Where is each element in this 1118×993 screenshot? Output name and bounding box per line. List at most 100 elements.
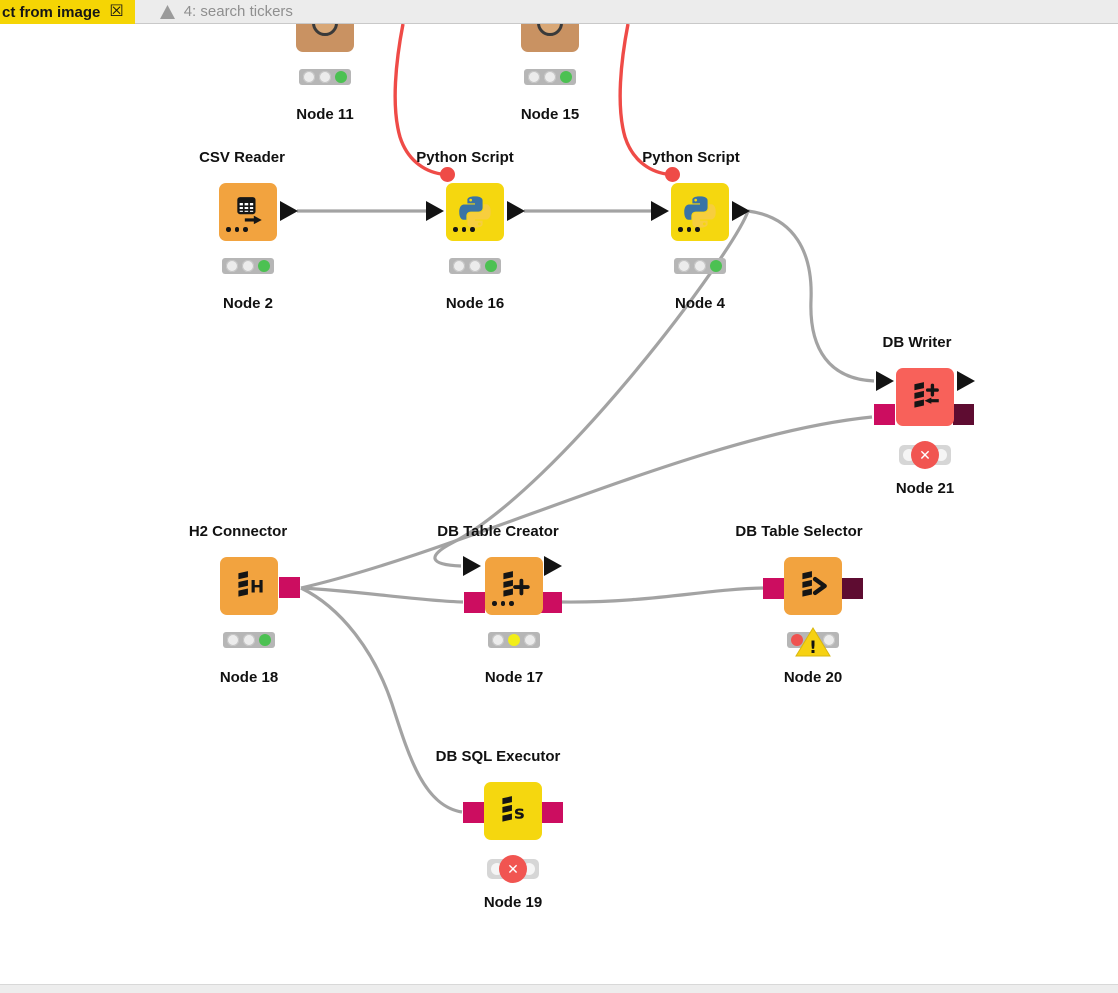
flow-variable-port[interactable] xyxy=(664,166,680,182)
node-node-17[interactable] xyxy=(485,557,543,615)
db-output-port[interactable] xyxy=(541,592,562,613)
db-output-port[interactable] xyxy=(279,577,300,598)
data-output-port[interactable] xyxy=(732,201,750,221)
node-title: DB Writer xyxy=(882,334,952,351)
csv-icon xyxy=(237,197,262,225)
tab-label: ct from image xyxy=(2,3,101,21)
node-menu-dots xyxy=(678,227,700,232)
svg-text:H: H xyxy=(250,576,264,596)
node-node-4[interactable] xyxy=(671,183,729,241)
data-input-port[interactable] xyxy=(426,201,444,221)
node-menu-dots xyxy=(492,601,514,606)
db-input-port[interactable] xyxy=(763,578,784,599)
node-title: CSV Reader xyxy=(199,149,285,166)
node-id-label: Node 21 xyxy=(895,480,955,497)
data-output-port[interactable] xyxy=(507,201,525,221)
node-title: DB Table Creator xyxy=(437,523,559,540)
connection-node-17-to-node-20[interactable] xyxy=(561,586,765,604)
error-icon: ✕ xyxy=(499,855,527,883)
node-id-label: Node 20 xyxy=(783,669,843,686)
close-icon[interactable]: ☒ xyxy=(109,3,124,20)
editor-tab-bar: ct from image ☒ 4: search tickers xyxy=(0,0,1118,24)
status-light-lit xyxy=(485,260,497,272)
node-id-label: Node 15 xyxy=(520,106,580,123)
traffic-light xyxy=(449,258,501,274)
status-light-unlit xyxy=(243,634,255,646)
status-light-unlit xyxy=(544,71,556,83)
connection-offscreen-top-to-node-16[interactable] xyxy=(393,23,442,176)
db-executor-icon: s xyxy=(502,796,525,823)
connection-offscreen-top-to-node-4[interactable] xyxy=(618,23,667,176)
node-id-label: Node 17 xyxy=(484,669,544,686)
traffic-light xyxy=(223,632,275,648)
status-light-unlit xyxy=(524,634,536,646)
data-input-port[interactable] xyxy=(463,556,481,576)
flow-variable-port[interactable] xyxy=(439,166,455,182)
python-icon xyxy=(684,196,716,228)
db-creator-icon xyxy=(503,571,530,597)
status-error-badge: ✕ xyxy=(899,441,951,469)
db-output-port[interactable] xyxy=(542,802,563,823)
node-title: H2 Connector xyxy=(188,523,288,540)
connection-node-18-to-node-19[interactable] xyxy=(300,586,463,814)
horizontal-scrollbar-track[interactable] xyxy=(0,984,1118,993)
status-light-unlit xyxy=(242,260,254,272)
node-menu-dots xyxy=(453,227,475,232)
node-menu-dots xyxy=(226,227,248,232)
error-icon: ✕ xyxy=(911,441,939,469)
node-title: Python Script xyxy=(416,149,514,166)
node-node-21[interactable] xyxy=(896,368,954,426)
status-light-unlit xyxy=(678,260,690,272)
data-input-port[interactable] xyxy=(651,201,669,221)
db-h2-icon: H xyxy=(238,571,264,597)
node-title: DB SQL Executor xyxy=(435,748,561,765)
warning-icon: ! xyxy=(794,625,832,664)
svg-text:s: s xyxy=(514,802,525,823)
status-light-unlit xyxy=(694,260,706,272)
status-light-unlit xyxy=(227,634,239,646)
node-id-label: Node 2 xyxy=(222,295,273,312)
status-light-lit xyxy=(710,260,722,272)
db-output-port[interactable] xyxy=(953,404,974,425)
status-light-lit xyxy=(560,71,572,83)
node-node-19[interactable]: s xyxy=(484,782,542,840)
node-title: Python Script xyxy=(642,149,740,166)
connection-node-18-to-node-17[interactable] xyxy=(300,586,464,604)
traffic-light xyxy=(222,258,274,274)
data-output-port[interactable] xyxy=(544,556,562,576)
data-output-port[interactable] xyxy=(280,201,298,221)
status-light-unlit xyxy=(226,260,238,272)
db-output-port[interactable] xyxy=(842,578,863,599)
data-input-port[interactable] xyxy=(876,371,894,391)
traffic-light xyxy=(488,632,540,648)
tab-search-tickers[interactable]: 4: search tickers xyxy=(149,0,303,23)
node-id-label: Node 4 xyxy=(674,295,725,312)
status-light-lit xyxy=(258,260,270,272)
db-selector-icon xyxy=(802,571,827,597)
db-input-port[interactable] xyxy=(464,592,485,613)
status-light-unlit xyxy=(319,71,331,83)
status-light-unlit xyxy=(469,260,481,272)
status-light-lit xyxy=(259,634,271,646)
node-title: DB Table Selector xyxy=(735,523,863,540)
node-node-20[interactable] xyxy=(784,557,842,615)
data-output-port[interactable] xyxy=(957,371,975,391)
db-input-port[interactable] xyxy=(874,404,895,425)
node-node-2[interactable] xyxy=(219,183,277,241)
connection-node-4-to-node-21[interactable] xyxy=(747,209,875,383)
db-writer-icon xyxy=(914,382,939,408)
tab-active-workflow[interactable]: ct from image ☒ xyxy=(0,0,135,24)
node-id-label: Node 11 xyxy=(296,106,354,123)
db-input-port[interactable] xyxy=(463,802,484,823)
status-light-unlit xyxy=(453,260,465,272)
status-light-unlit xyxy=(823,634,835,646)
status-light-unlit xyxy=(492,634,504,646)
status-light-lit xyxy=(335,71,347,83)
node-node-18[interactable]: H xyxy=(220,557,278,615)
status-light-unlit xyxy=(528,71,540,83)
connection-node-18-to-node-21[interactable] xyxy=(300,415,873,590)
node-id-label: Node 18 xyxy=(219,669,279,686)
status-light-lit xyxy=(791,634,803,646)
status-error-badge: ✕ xyxy=(487,855,539,883)
node-node-16[interactable] xyxy=(446,183,504,241)
